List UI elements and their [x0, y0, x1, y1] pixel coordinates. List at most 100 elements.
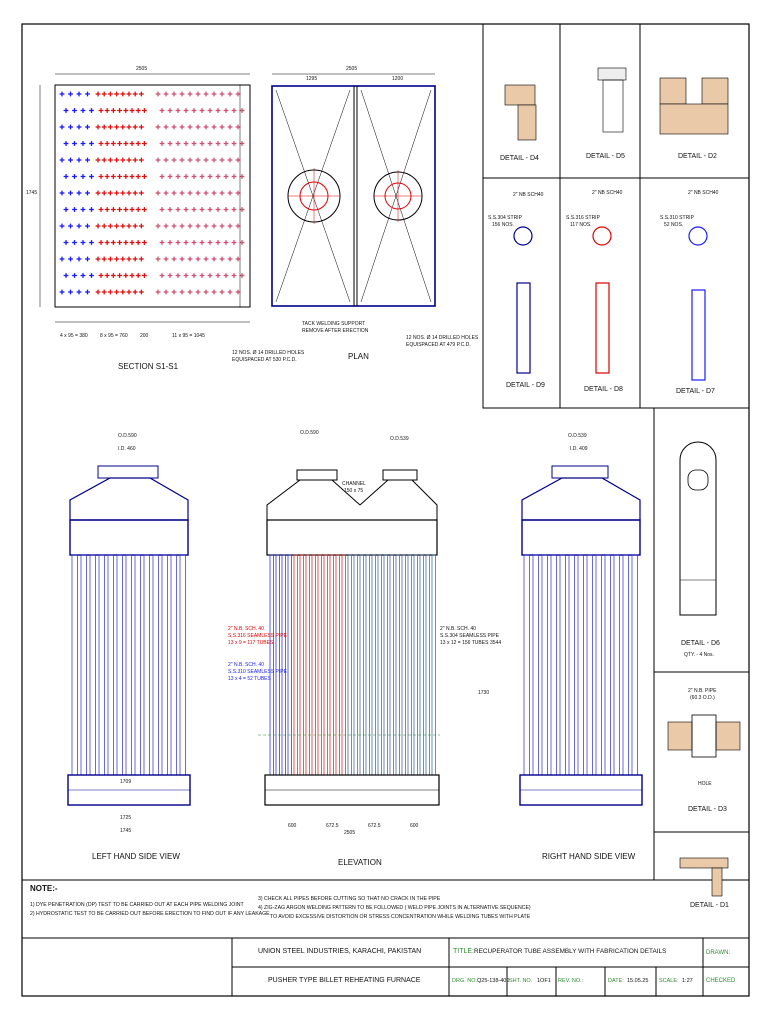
rev-label: REV. NO.:: [558, 978, 584, 984]
drg-label: DRG. NO.: [452, 978, 478, 984]
project-name: PUSHER TYPE BILLET REHEATING FURNACE: [268, 977, 421, 984]
od-left: O.D.590: [118, 433, 137, 439]
title-block-grid: [231, 938, 749, 996]
right-pipe-3: 13 x 12 = 156 TUBES: [440, 640, 489, 646]
id-left: I.D. 460: [118, 446, 136, 452]
detail-d3-hole: HOLE: [698, 781, 712, 787]
elev-width-dim: 2505: [344, 830, 356, 836]
plan-sub-dim-1: 1295: [306, 76, 318, 82]
sheet-border: [21, 23, 750, 997]
detail-d9: [513, 226, 533, 374]
d3-pipe-2: (60.3 O.D.): [690, 695, 715, 701]
date-label: DATE:: [608, 978, 624, 984]
detail-d2-title: DETAIL - D2: [678, 153, 717, 160]
sht-label: SHT. NO.: [509, 978, 533, 984]
lh-inner-dim: 1725: [120, 815, 132, 821]
section-side-dim: 1745: [26, 190, 38, 196]
plan-view: [271, 73, 436, 307]
checked-label: CHECKED: [706, 978, 736, 984]
company-name: UNION STEEL INDUSTRIES, KARACHI, PAKISTA…: [258, 948, 422, 955]
elev-total-dim: 3544: [490, 640, 502, 646]
section-top-dim: 2505: [136, 66, 148, 72]
plan-holes-right-1: 12 NOS. Ø 14 DRILLED HOLES: [406, 335, 479, 341]
d9-strip-2: 156 NOS.: [492, 222, 514, 228]
detail-d7: [688, 226, 708, 381]
blue-pipe-3: 13 x 4 = 52 TUBES: [228, 676, 271, 682]
blue-pipe-2: S.S.310 SEAMLESS PIPE: [228, 669, 287, 675]
detail-d5-title: DETAIL - D5: [586, 153, 625, 160]
drg-value: Q25-138-400: [477, 978, 510, 984]
detail-d5: [597, 67, 627, 133]
section-bottom-dim-1: 4 x 95 = 380: [60, 333, 88, 339]
drawn-label: DRAWN:: [706, 950, 731, 956]
plan-title: PLAN: [348, 352, 369, 361]
detail-d3-title: DETAIL - D3: [688, 806, 727, 813]
title-label: TITLE:: [453, 948, 475, 955]
d8-strip-1: S.S.316 STRIP: [566, 215, 600, 221]
red-pipe-2: S.S.316 SEAMLESS PIPE: [228, 633, 287, 639]
red-pipe-3: 13 x 9 = 117 TUBES: [228, 640, 274, 646]
elevation-title: ELEVATION: [338, 858, 382, 867]
detail-d8: [592, 226, 612, 374]
note-1: 1) DYE PENETRATION (DP) TEST TO BE CARRI…: [30, 902, 244, 908]
sht-value: 1OF1: [537, 978, 551, 984]
red-pipe-1: 2" N.B. SCH. 40: [228, 626, 264, 632]
elev-bottom-4: 600: [410, 823, 419, 829]
elev-bottom-3: 672.5: [368, 823, 381, 829]
section-bottom-dim-4: 11 x 95 = 1045: [172, 333, 205, 339]
elev-bottom-2: 672.5: [326, 823, 339, 829]
left-view-title: LEFT HAND SIDE VIEW: [92, 852, 180, 861]
blue-pipe-1: 2" N.B. SCH. 40: [228, 662, 264, 668]
elev-od-right: O.D.539: [390, 436, 409, 442]
detail-d6-title: DETAIL - D6: [681, 640, 720, 647]
od-right: O.D.539: [568, 433, 587, 439]
tack-weld-2: REMOVE AFTER ERECTION: [302, 328, 369, 334]
lh-width-dim: 1745: [120, 828, 132, 834]
title-value: RECUPERATOR TUBE ASSEMBLY WITH FABRICATI…: [474, 948, 667, 955]
d7-strip-2: 52 NOS.: [664, 222, 684, 228]
right-pipe-1: 2" N.B. SCH. 40: [440, 626, 476, 632]
d3-pipe-1: 2" N.B. PIPE: [688, 688, 717, 694]
d8-sch: 2" NB SCH40: [592, 190, 623, 196]
detail-grid: [22, 23, 750, 939]
plan-top-dim: 2505: [346, 66, 358, 72]
section-pink-holes: [155, 91, 245, 295]
right-pipe-2: S.S.304 SEAMLESS PIPE: [440, 633, 499, 639]
plan-holes-right-2: EQUISPACED AT 479 P.C.D.: [406, 342, 471, 348]
plan-holes-left-1: 12 NOS. Ø 14 DRILLED HOLES: [232, 350, 305, 356]
section-blue-holes: [59, 91, 94, 295]
date-value: 15.05.25: [627, 978, 649, 984]
d7-sch: 2" NB SCH40: [688, 190, 719, 196]
lh-base-dim: 1709: [120, 779, 132, 785]
section-view: [39, 73, 251, 323]
d9-sch: 2" NB SCH40: [513, 192, 544, 198]
elev-bottom-1: 600: [288, 823, 297, 829]
note-2: 2) HYDROSTATIC TEST TO BE CARRIED OUT BE…: [30, 911, 270, 917]
plan-holes-left-2: EQUISPACED AT 530 P.C.D.: [232, 357, 297, 363]
note-5: TO AVOID EXCESSIVE DISTORTION OR STRESS …: [270, 914, 531, 920]
channel-2: 150 x 75: [344, 488, 364, 494]
detail-d3: [667, 714, 741, 758]
section-bottom-dim-3: 200: [140, 333, 149, 339]
detail-d4: [504, 84, 537, 141]
right-side-view: [519, 465, 643, 806]
right-view-title: RIGHT HAND SIDE VIEW: [542, 852, 636, 861]
detail-d4-title: DETAIL - D4: [500, 155, 539, 162]
elev-od-left: O.D.590: [300, 430, 319, 436]
detail-d7-title: DETAIL - D7: [676, 388, 715, 395]
scale-value: 1:27: [682, 978, 693, 984]
notes-heading: NOTE:-: [30, 884, 58, 893]
detail-d1: [679, 857, 729, 897]
id-right: I.D. 409: [570, 446, 588, 452]
d9-strip-1: S.S.304 STRIP: [488, 215, 522, 221]
detail-d6-qty: QTY. - 4 Nos.: [684, 652, 714, 658]
tack-weld-1: TACK WELDING SUPPORT: [302, 321, 366, 327]
d7-strip-1: S.S.310 STRIP: [660, 215, 694, 221]
section-bottom-dim-2: 8 x 95 = 760: [100, 333, 128, 339]
elevation-view: [258, 469, 440, 806]
plan-sub-dim-2: 1200: [392, 76, 404, 82]
left-side-view: [67, 465, 191, 806]
detail-d8-title: DETAIL - D8: [584, 386, 623, 393]
detail-d6: [679, 441, 717, 616]
